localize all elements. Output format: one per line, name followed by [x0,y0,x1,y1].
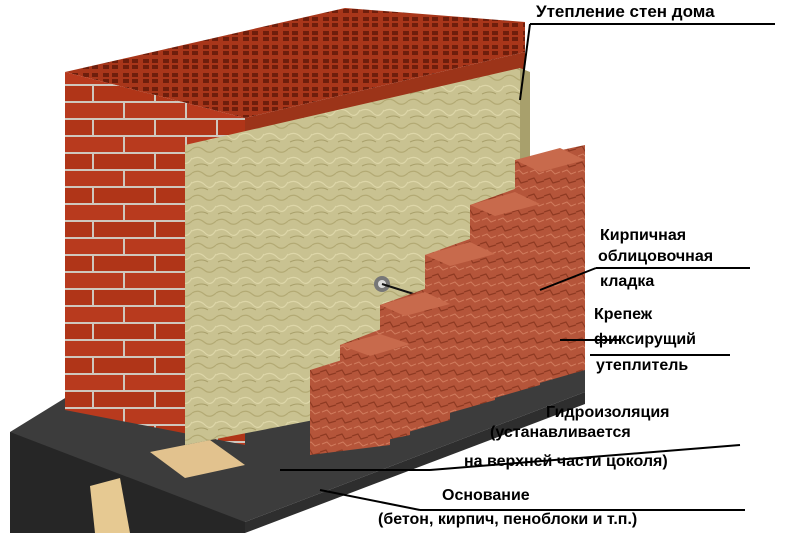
label-wall-insulation: Утепление стен дома [536,2,715,21]
facing-masonry [310,145,585,455]
label-fastener-line2: фиксирущий [594,331,696,348]
label-foundation-line2: (бетон, кирпич, пеноблоки и т.п.) [378,511,638,528]
label-fastener-line1: Крепеж [594,306,653,323]
label-fastener-line3: утеплитель [596,357,689,374]
label-facing-masonry-line3: кладка [600,273,655,290]
label-facing-masonry-line1: Кирпичная [600,227,687,244]
label-foundation-line1: Основание [442,487,530,504]
label-waterproofing-line1: Гидроизоляция [546,404,670,421]
label-facing-masonry-line2: облицовочная [598,248,714,265]
label-waterproofing-line2: (устанавливается [490,424,631,441]
label-waterproofing-line3: на верхней части цоколя) [464,453,668,470]
